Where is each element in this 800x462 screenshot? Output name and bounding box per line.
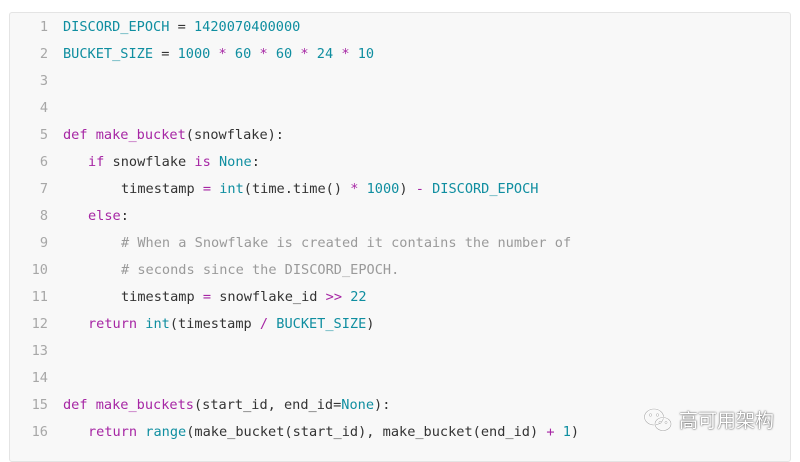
code-text: else: <box>88 207 129 224</box>
line-number: 7 <box>39 180 48 197</box>
line-number: 2 <box>39 45 48 62</box>
line-number: 1 <box>39 18 48 35</box>
code-text: timestamp = snowflake_id >> 22 <box>121 288 367 305</box>
code-text: return range(make_bucket(start_id), make… <box>88 423 580 440</box>
code-text: def make_bucket(snowflake): <box>63 126 284 143</box>
code-text: return int(timestamp / BUCKET_SIZE) <box>88 315 375 332</box>
code-block: 1 DISCORD_EPOCH = 1420070400000 2 BUCKET… <box>9 12 791 462</box>
code-text: # When a Snowflake is created it contain… <box>121 234 572 251</box>
code-text: def make_buckets(start_id, end_id=None): <box>63 396 391 413</box>
line-number: 16 <box>31 423 48 440</box>
code-text: DISCORD_EPOCH = 1420070400000 <box>63 18 301 35</box>
code-text: # seconds since the DISCORD_EPOCH. <box>121 261 400 278</box>
line-number: 8 <box>39 207 48 224</box>
line-number: 13 <box>31 342 48 359</box>
line-number: 15 <box>31 396 48 413</box>
line-number: 14 <box>31 369 48 386</box>
line-number: 4 <box>39 99 48 116</box>
line-number: 3 <box>39 72 48 89</box>
wechat-icon <box>643 407 672 431</box>
line-number: 9 <box>39 234 48 251</box>
code-text: if snowflake is None: <box>88 153 260 170</box>
line-number: 5 <box>39 126 48 143</box>
line-number: 11 <box>31 288 48 305</box>
line-number: 6 <box>39 153 48 170</box>
code-text: timestamp = int(time.time() * 1000) - DI… <box>121 180 539 197</box>
line-number: 12 <box>31 315 48 332</box>
line-number: 10 <box>31 261 48 278</box>
watermark-text: 高可用架构 <box>678 410 774 432</box>
watermark: 高可用架构 <box>643 406 774 433</box>
code-text: BUCKET_SIZE = 1000 * 60 * 60 * 24 * 10 <box>63 45 375 62</box>
